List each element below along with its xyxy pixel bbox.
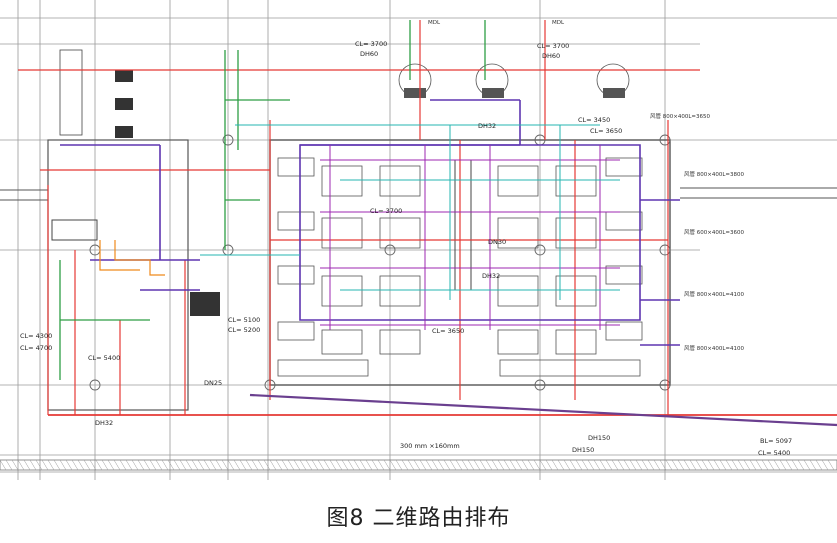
label-duct-right-1: 风管 800×400L=3800 [684,170,745,178]
label-duct-right-2: 风管 600×400L=3600 [684,228,745,236]
label-dn25: DN25 [204,379,222,387]
label-dh32-bottom: DH32 [95,419,113,427]
label-duct-right-3: 风管 800×400L=4100 [684,290,745,298]
label-cl-3650-top: CL= 3650 [590,127,622,135]
label-cl-5100: CL= 5100 [228,316,260,324]
label-dh150-b: DH150 [572,446,594,454]
figure-caption: 图8 二维路由排布 [326,506,511,531]
label-duct-top-right: 风管 800×400L=3650 [650,112,711,120]
purple-duct-layer [60,99,837,427]
label-dh32-mid: DH32 [482,272,500,280]
drawing-background [0,0,837,495]
label-dh60-left: DH60 [360,50,378,58]
label-duct-right-4: 风管 800×400L=4100 [684,344,745,352]
label-mdl-left: MDL [428,20,441,26]
label-bl-5097: BL= 5097 [760,437,792,445]
label-cl-5400-right: CL= 5400 [758,449,790,457]
label-cl-5400: CL= 5400 [88,354,120,362]
violet-branch-layer [320,145,620,330]
kitchen-equipment [51,49,625,316]
label-mdl-right: MDL [552,20,565,26]
dining-tables [277,63,643,377]
label-dn30: DN30 [488,238,506,246]
label-dh60-right: DH60 [542,52,560,60]
cyan-pipe-layer [200,124,620,300]
label-cl-3650-bottom: CL= 3650 [432,327,464,335]
label-cl-3700-right: CL= 3700 [537,42,569,50]
architecture-layer [0,0,837,480]
label-cl-4700: CL= 4700 [20,344,52,352]
floor-plan-drawing: CL= 3700 DH60 CL= 3700 DH60 DH32 CL= 345… [0,0,837,495]
column-markers [89,134,671,391]
label-cl-3700-center: CL= 3700 [370,207,402,215]
green-pipe-layer [59,20,486,380]
bottom-hatch-band [0,459,837,471]
label-dh150-a: DH150 [588,434,610,442]
drawing-annotations: CL= 3700 DH60 CL= 3700 DH60 DH32 CL= 345… [20,20,792,457]
label-duct-size: 300 mm ×160mm [400,442,460,450]
label-cl-5200: CL= 5200 [228,326,260,334]
label-cl-3700-left: CL= 3700 [355,40,387,48]
label-cl-4300: CL= 4300 [20,332,52,340]
label-cl-3450: CL= 3450 [578,116,610,124]
orange-pipe-layer [99,240,165,276]
red-pipe-layer [18,20,837,416]
label-dh32-top: DH32 [478,122,496,130]
